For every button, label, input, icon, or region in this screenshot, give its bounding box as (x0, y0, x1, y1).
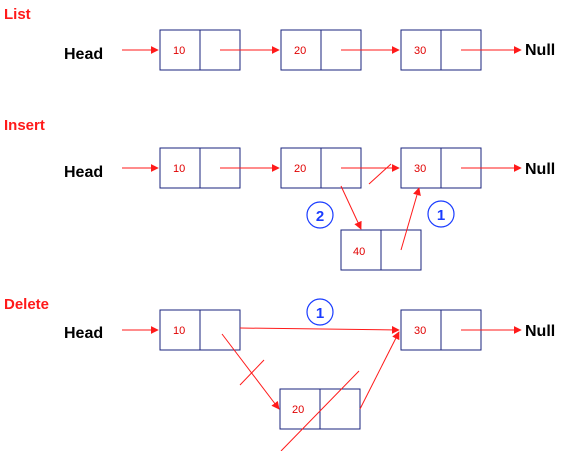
node-value: 10 (173, 325, 185, 337)
node-value: 20 (292, 404, 304, 416)
step-number: 2 (316, 208, 324, 225)
section-list: List Head 10 20 30 Null (4, 6, 555, 71)
step-number: 1 (316, 305, 324, 322)
arrow-20-to-30 (359, 331, 400, 410)
insert-node-20: 20 (280, 147, 362, 189)
section-insert: Insert Head 10 20 30 Null 40 (4, 117, 555, 271)
section-title-insert: Insert (4, 117, 45, 134)
null-label-insert: Null (525, 161, 555, 178)
node-value: 30 (414, 163, 426, 175)
insert-node-40: 40 (340, 229, 422, 271)
arrow-10-to-30-bypass (239, 325, 400, 334)
node-value: 30 (414, 45, 426, 57)
strike-old-link (239, 359, 265, 386)
list-node-10: 10 (159, 29, 241, 71)
node-value: 10 (173, 45, 185, 57)
node-value: 30 (414, 325, 426, 337)
delete-node-20: 20 (279, 388, 361, 430)
insert-node-30: 30 (400, 147, 482, 189)
null-label-delete: Null (525, 323, 555, 340)
arrow-40-to-30 (400, 187, 421, 251)
null-label-list: Null (525, 42, 555, 59)
step-badge: 1 (306, 298, 334, 326)
section-title-list: List (4, 6, 31, 23)
step-badge: 2 (306, 201, 334, 229)
arrow-20-to-40 (340, 185, 362, 230)
node-value: 40 (353, 246, 365, 258)
node-value: 20 (294, 163, 306, 175)
node-value: 10 (173, 163, 185, 175)
insert-node-10: 10 (159, 147, 241, 189)
step-badge: 1 (427, 200, 455, 228)
arrow-10-to-20-old (221, 333, 280, 410)
delete-node-10: 10 (159, 309, 241, 351)
head-label-list: Head (64, 46, 103, 63)
step-number: 1 (437, 207, 445, 224)
head-label-delete: Head (64, 325, 103, 342)
node-value: 20 (294, 45, 306, 57)
section-delete: Delete Head 10 30 Null 1 20 (4, 296, 555, 451)
strike-deleted-node (280, 370, 360, 451)
head-label-insert: Head (64, 164, 103, 181)
strike-old-link (368, 163, 392, 185)
section-title-delete: Delete (4, 296, 49, 313)
